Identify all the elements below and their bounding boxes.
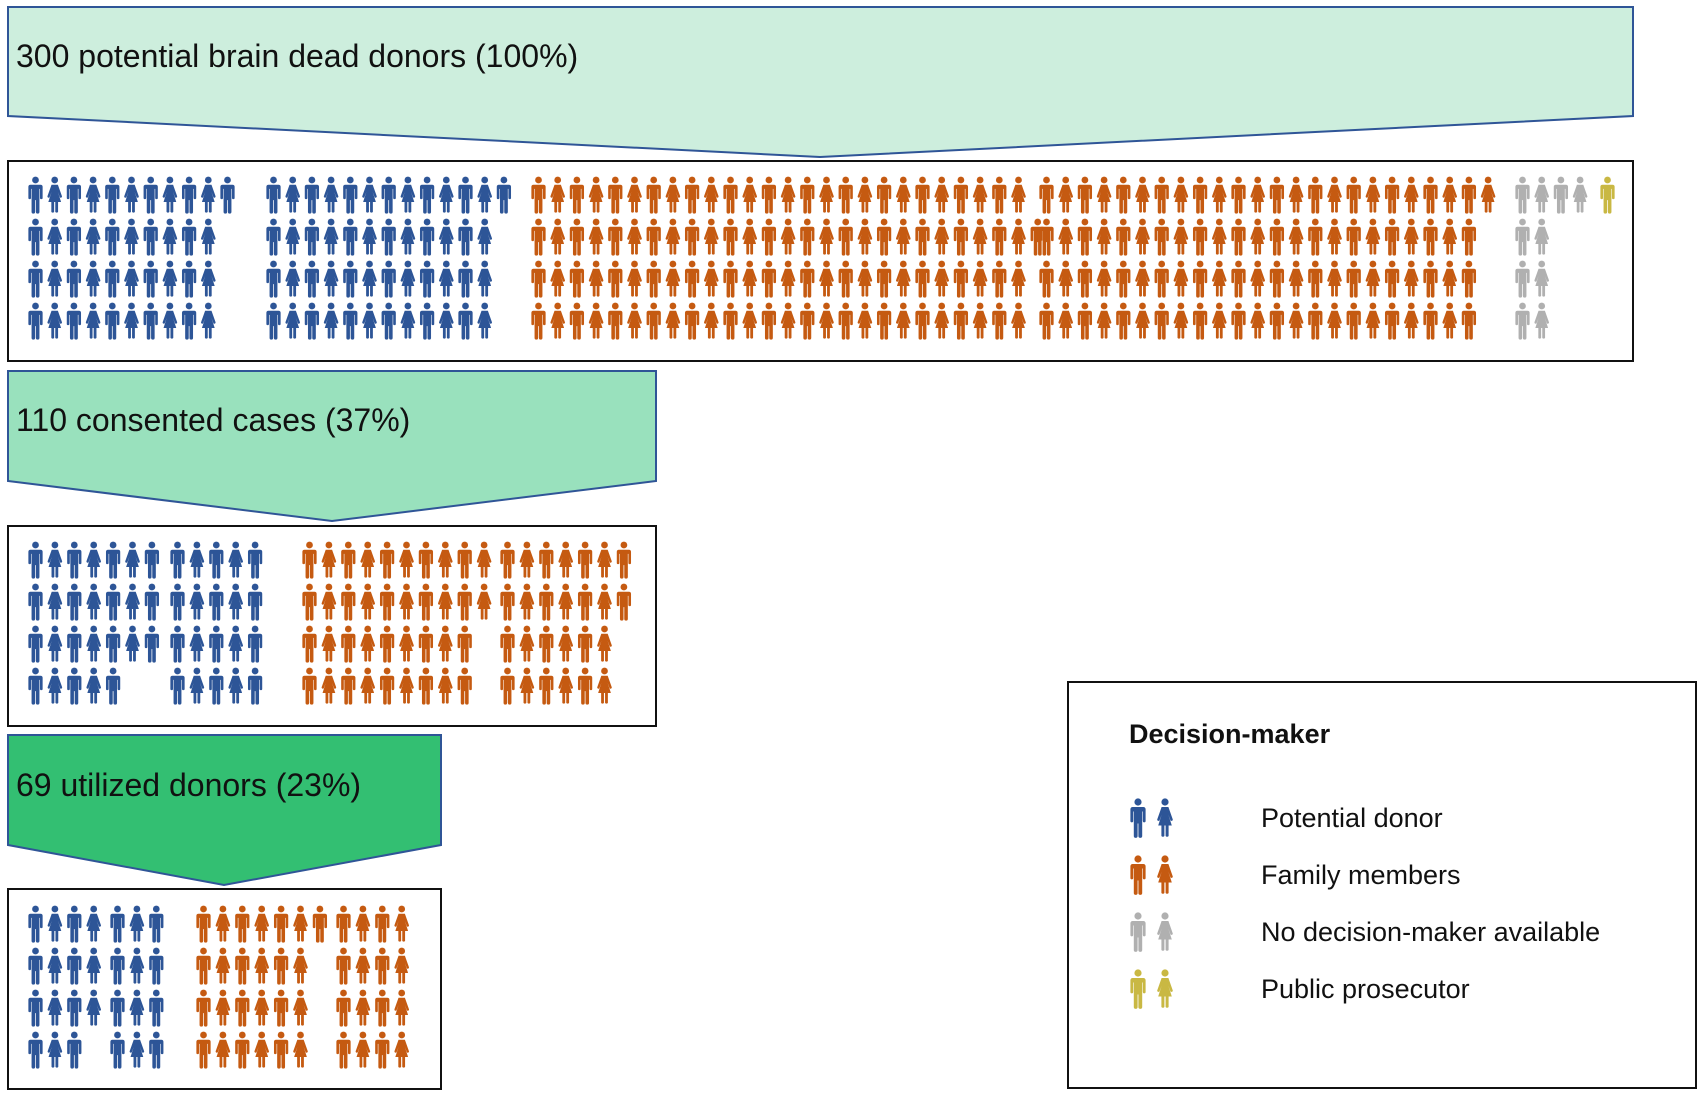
legend-item-potential-donor: Potential donor <box>1127 793 1687 843</box>
family-members-figure-icon <box>1130 855 1146 895</box>
stage-2 <box>7 370 657 727</box>
family-members-icon <box>1130 855 1173 895</box>
public-prosecutor-figure-icon <box>1130 969 1146 1009</box>
stage-3-label: 69 utilized donors (23%) <box>16 767 362 803</box>
legend-label-family-members: Family members <box>1261 860 1461 890</box>
family-members-figure-icon <box>1157 855 1173 894</box>
no-decision-maker-figure-icon <box>1157 912 1173 951</box>
legend-item-family-members: Family members <box>1127 850 1687 900</box>
stage-2-arrow <box>7 370 657 523</box>
stage-1-label: 300 potential brain dead donors (100%) <box>16 38 579 74</box>
legend-item-no-decision-maker: No decision-maker available <box>1127 907 1687 957</box>
no-decision-maker-figure-icon <box>1130 912 1146 952</box>
stage-1 <box>7 6 1634 362</box>
potential-donor-icon <box>1130 798 1173 838</box>
potential-donor-figure-icon <box>1157 798 1173 837</box>
legend-label-no-decision-maker: No decision-maker available <box>1261 917 1601 947</box>
public-prosecutor-figure-icon <box>1157 969 1173 1008</box>
public-prosecutor-icon <box>1130 969 1173 1009</box>
legend-label-potential-donor: Potential donor <box>1261 803 1443 833</box>
legend-title: Decision-maker <box>1129 719 1331 749</box>
no-decision-maker-icon <box>1130 912 1173 952</box>
potential-donor-figure-icon <box>1130 798 1146 838</box>
legend-label-public-prosecutor: Public prosecutor <box>1261 974 1470 1004</box>
stage-2-label: 110 consented cases (37%) <box>16 402 411 438</box>
legend: Decision-maker Potential donor Family me… <box>1067 681 1697 1089</box>
stage-1-arrow <box>7 6 1634 159</box>
stage-3-arrow <box>7 734 442 887</box>
legend-item-public-prosecutor: Public prosecutor <box>1127 964 1687 1014</box>
stage-3 <box>7 734 442 1090</box>
